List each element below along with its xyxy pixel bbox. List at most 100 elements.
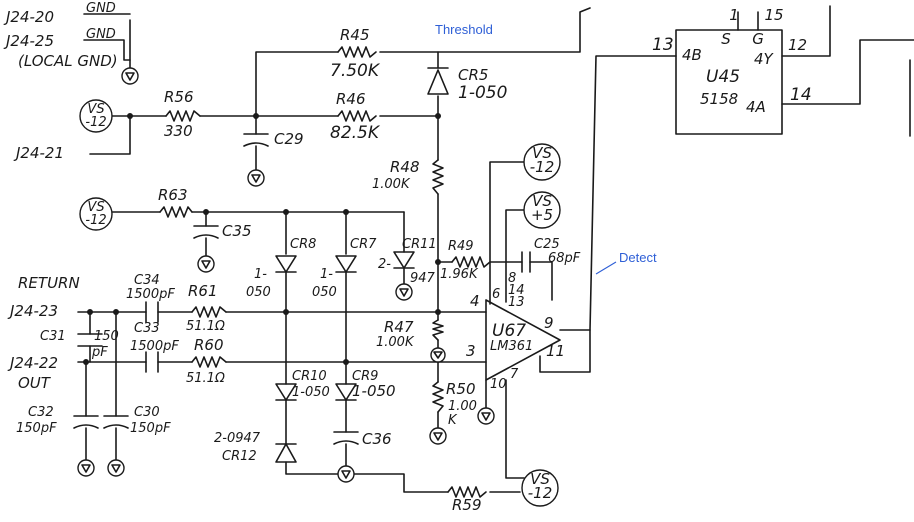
u67-pin-8: 8 — [508, 271, 516, 286]
label-j24-22: J24-22 — [7, 354, 58, 372]
u45-pin-14: 14 — [790, 85, 812, 105]
label-c33-value: 1500pF — [130, 339, 179, 354]
u67-part: LM361 — [490, 339, 533, 354]
u45-part: 5158 — [700, 90, 738, 108]
ic-u45: 1 15 S G 13 4B 4Y 12 U45 5158 4A 14 — [652, 6, 812, 135]
cr11-symbol — [393, 251, 415, 269]
supply-vs-neg12-a: VS -12 — [79, 99, 113, 133]
r48-symbol — [432, 159, 444, 195]
label-r60-value: 51.1Ω — [186, 371, 225, 386]
u45-pin-13: 13 — [652, 35, 674, 55]
label-j24-23: J24-23 — [7, 302, 58, 320]
connector-labels: J24-20 GND J24-25 GND (LOCAL GND) J24-21… — [3, 1, 118, 392]
cr7-symbol — [335, 255, 357, 273]
resistor-symbols — [159, 46, 491, 498]
label-c35: C35 — [222, 222, 252, 240]
label-cr12: CR12 — [222, 449, 257, 464]
supply-name: VS — [87, 200, 104, 215]
label-return: RETURN — [18, 274, 80, 292]
label-r49-value: 1.96K — [440, 267, 479, 282]
ic-u67-comparator: 4 3 6 8 14 13 U67 LM361 9 11 10 7 — [466, 271, 565, 392]
r50-symbol — [432, 381, 444, 413]
label-r63: R63 — [158, 186, 188, 204]
u45-pin-4a: 4A — [746, 98, 766, 116]
u67-pin-10: 10 — [490, 377, 507, 392]
capacitor-symbols — [73, 133, 531, 445]
label-r46: R46 — [336, 90, 366, 108]
u45-pin-s: S — [721, 30, 731, 48]
label-c25-value: 68pF — [548, 251, 581, 266]
u45-pin-1: 1 — [729, 6, 739, 24]
u67-pin-9: 9 — [544, 314, 554, 332]
label-cr10: CR10 — [292, 369, 327, 384]
label-j24-21: J24-21 — [13, 144, 64, 162]
label-cr5: CR5 — [458, 66, 488, 84]
c29-symbol — [243, 133, 269, 147]
label-j24-25: J24-25 — [3, 32, 54, 50]
annotation-detect: Detect — [619, 250, 657, 265]
label-j24-20: J24-20 — [3, 8, 54, 26]
u67-pin-4: 4 — [470, 292, 480, 310]
u67-pin-11: 11 — [546, 342, 565, 360]
label-r48: R48 — [390, 158, 420, 176]
annotations: Threshold Detect — [435, 22, 657, 275]
label-c34-value: 1500pF — [126, 287, 175, 302]
label-gnd: GND — [86, 27, 116, 42]
label-local-gnd: (LOCAL GND) — [18, 52, 118, 70]
u67-pin-7: 7 — [510, 367, 519, 382]
label-cr7-value-b: 050 — [312, 285, 337, 300]
label-r49: R49 — [448, 239, 474, 254]
label-r45-value: 7.50K — [330, 61, 381, 81]
c32-symbol — [73, 415, 99, 429]
label-r60: R60 — [194, 336, 224, 354]
label-out: OUT — [18, 374, 52, 392]
c36-symbol — [333, 431, 359, 445]
r56-symbol — [165, 110, 201, 122]
u67-pin-14: 14 — [508, 283, 525, 298]
label-cr7-value-a: 1- — [320, 267, 333, 282]
label-r56: R56 — [164, 88, 194, 106]
label-c29: C29 — [274, 130, 304, 148]
label-cr11-value-b: 947 — [410, 271, 436, 286]
ground-icon — [430, 347, 446, 363]
ground-icon — [77, 459, 95, 477]
supply-vs-neg12-d: VS -12 — [521, 469, 559, 507]
u45-pin-15: 15 — [764, 6, 783, 24]
label-cr5-value: 1-050 — [458, 83, 507, 103]
ground-icon — [121, 67, 139, 85]
u45-pin-12: 12 — [788, 36, 807, 54]
supply-voltage: -12 — [530, 158, 555, 176]
cr12-symbol — [275, 443, 297, 463]
u45-pin-4b: 4B — [682, 46, 702, 64]
label-r61: R61 — [188, 282, 218, 300]
r46-symbol — [337, 110, 377, 122]
r60-symbol — [191, 356, 227, 368]
r45-symbol — [337, 46, 377, 58]
cr10-symbol — [275, 383, 297, 401]
label-gnd: GND — [86, 1, 116, 16]
c30-symbol — [103, 415, 129, 429]
cr9-symbol — [335, 383, 357, 401]
u67-pin-3: 3 — [466, 342, 476, 360]
supply-voltage: -12 — [85, 213, 106, 228]
label-r48-value: 1.00K — [372, 177, 411, 192]
label-cr7: CR7 — [350, 237, 377, 252]
label-c30: C30 — [134, 405, 160, 420]
u45-name: U45 — [706, 67, 740, 87]
label-r61-value: 51.1Ω — [186, 319, 225, 334]
label-c31-value-a: 150 — [94, 329, 119, 344]
supply-voltage: -12 — [85, 115, 106, 130]
supply-vs-neg12-b: VS -12 — [79, 197, 113, 231]
wiring — [77, 5, 914, 493]
label-r50-value-a: 1.00 — [448, 399, 477, 414]
label-c32-value: 150pF — [16, 421, 57, 436]
supply-name: VS — [532, 192, 552, 210]
label-c30-value: 150pF — [130, 421, 171, 436]
supply-name: VS — [530, 470, 550, 488]
u67-name: U67 — [492, 321, 526, 341]
r47-symbol — [432, 319, 444, 341]
label-r45: R45 — [340, 26, 370, 44]
label-cr12-value: 2-0947 — [214, 431, 261, 446]
ground-icon — [197, 255, 215, 273]
label-cr11-value-a: 2- — [378, 257, 391, 272]
